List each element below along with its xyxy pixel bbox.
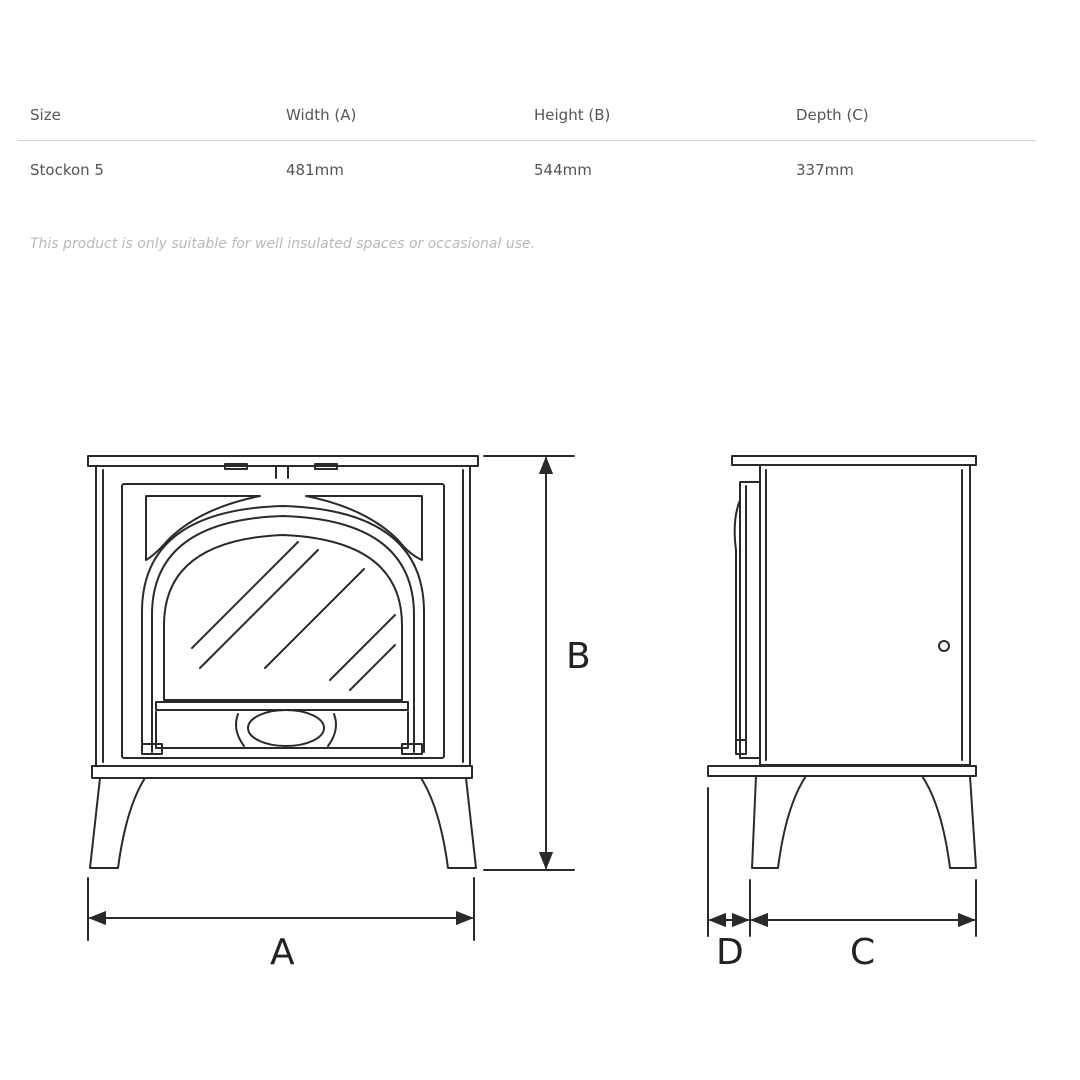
side-view-stove (707, 455, 977, 869)
header-width: Width (A) (274, 90, 522, 141)
dimension-c (750, 879, 977, 937)
cell-height: 544mm (534, 161, 592, 179)
table-header-row: Size Width (A) Height (B) Depth (C) (18, 90, 1036, 141)
label-a: A (270, 932, 295, 973)
header-depth: Depth (C) (784, 90, 1036, 141)
usage-note: This product is only suitable for well i… (30, 236, 536, 252)
dimensions-table: Size Width (A) Height (B) Depth (C) Stoc… (18, 90, 1036, 199)
dimension-b (483, 455, 575, 871)
label-b: B (566, 636, 591, 677)
front-view-stove (87, 455, 479, 869)
label-d: D (716, 932, 744, 973)
cell-size: Stockon 5 (30, 161, 104, 179)
header-size: Size (18, 90, 274, 141)
cell-depth: 337mm (796, 161, 854, 179)
dimension-d (707, 787, 751, 937)
table-row: Stockon 5 481mm 544mm 337mm (18, 141, 1036, 200)
cell-width: 481mm (286, 161, 344, 179)
header-height: Height (B) (522, 90, 784, 141)
dimension-a (87, 877, 475, 941)
label-c: C (850, 932, 875, 973)
